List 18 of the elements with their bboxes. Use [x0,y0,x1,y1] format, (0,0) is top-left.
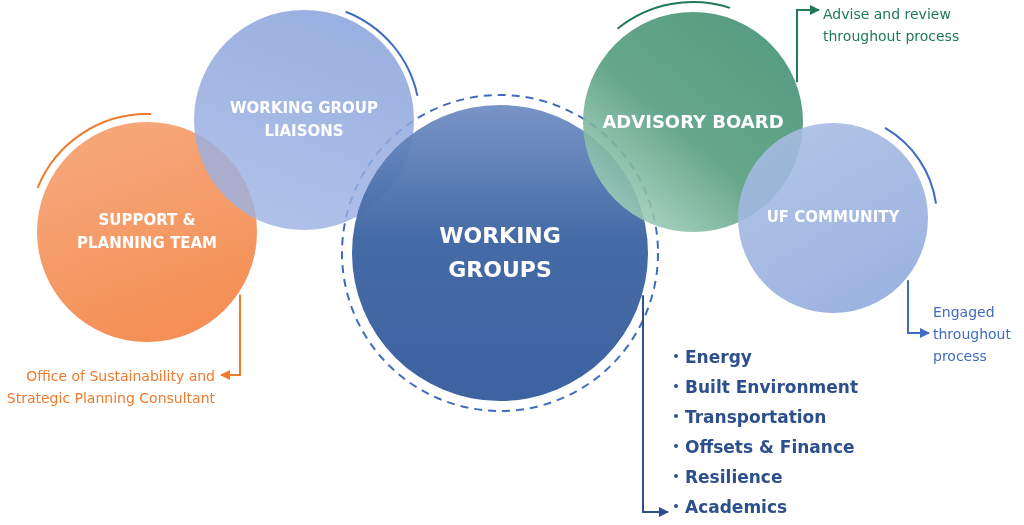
arrow [642,294,669,517]
circle-label: WORKING GROUPS [438,221,562,284]
list-item: Academics [672,492,859,522]
arrow [907,279,930,338]
list-item: Resilience [672,462,859,492]
list-item: Built Environment [672,372,859,402]
note-text: Office of Sustainability and Strategic Planning Consultant [6,368,215,406]
list-item: Energy [672,342,859,372]
circle-label: UF COMMUNITY [765,207,901,229]
circle-label: WORKING GROUP LIAISONS [229,97,379,142]
arrow [796,5,820,84]
note-text: Advise and review throughout process [823,6,960,44]
list-item: Transportation [672,402,859,432]
circle-label: ADVISORY BOARD [601,110,785,135]
arrow [220,293,241,380]
note-text: Engaged throughout process [933,304,1011,364]
circle-label: SUPPORT & PLANNING TEAM [76,209,218,254]
list-item: Offsets & Finance [672,432,859,462]
